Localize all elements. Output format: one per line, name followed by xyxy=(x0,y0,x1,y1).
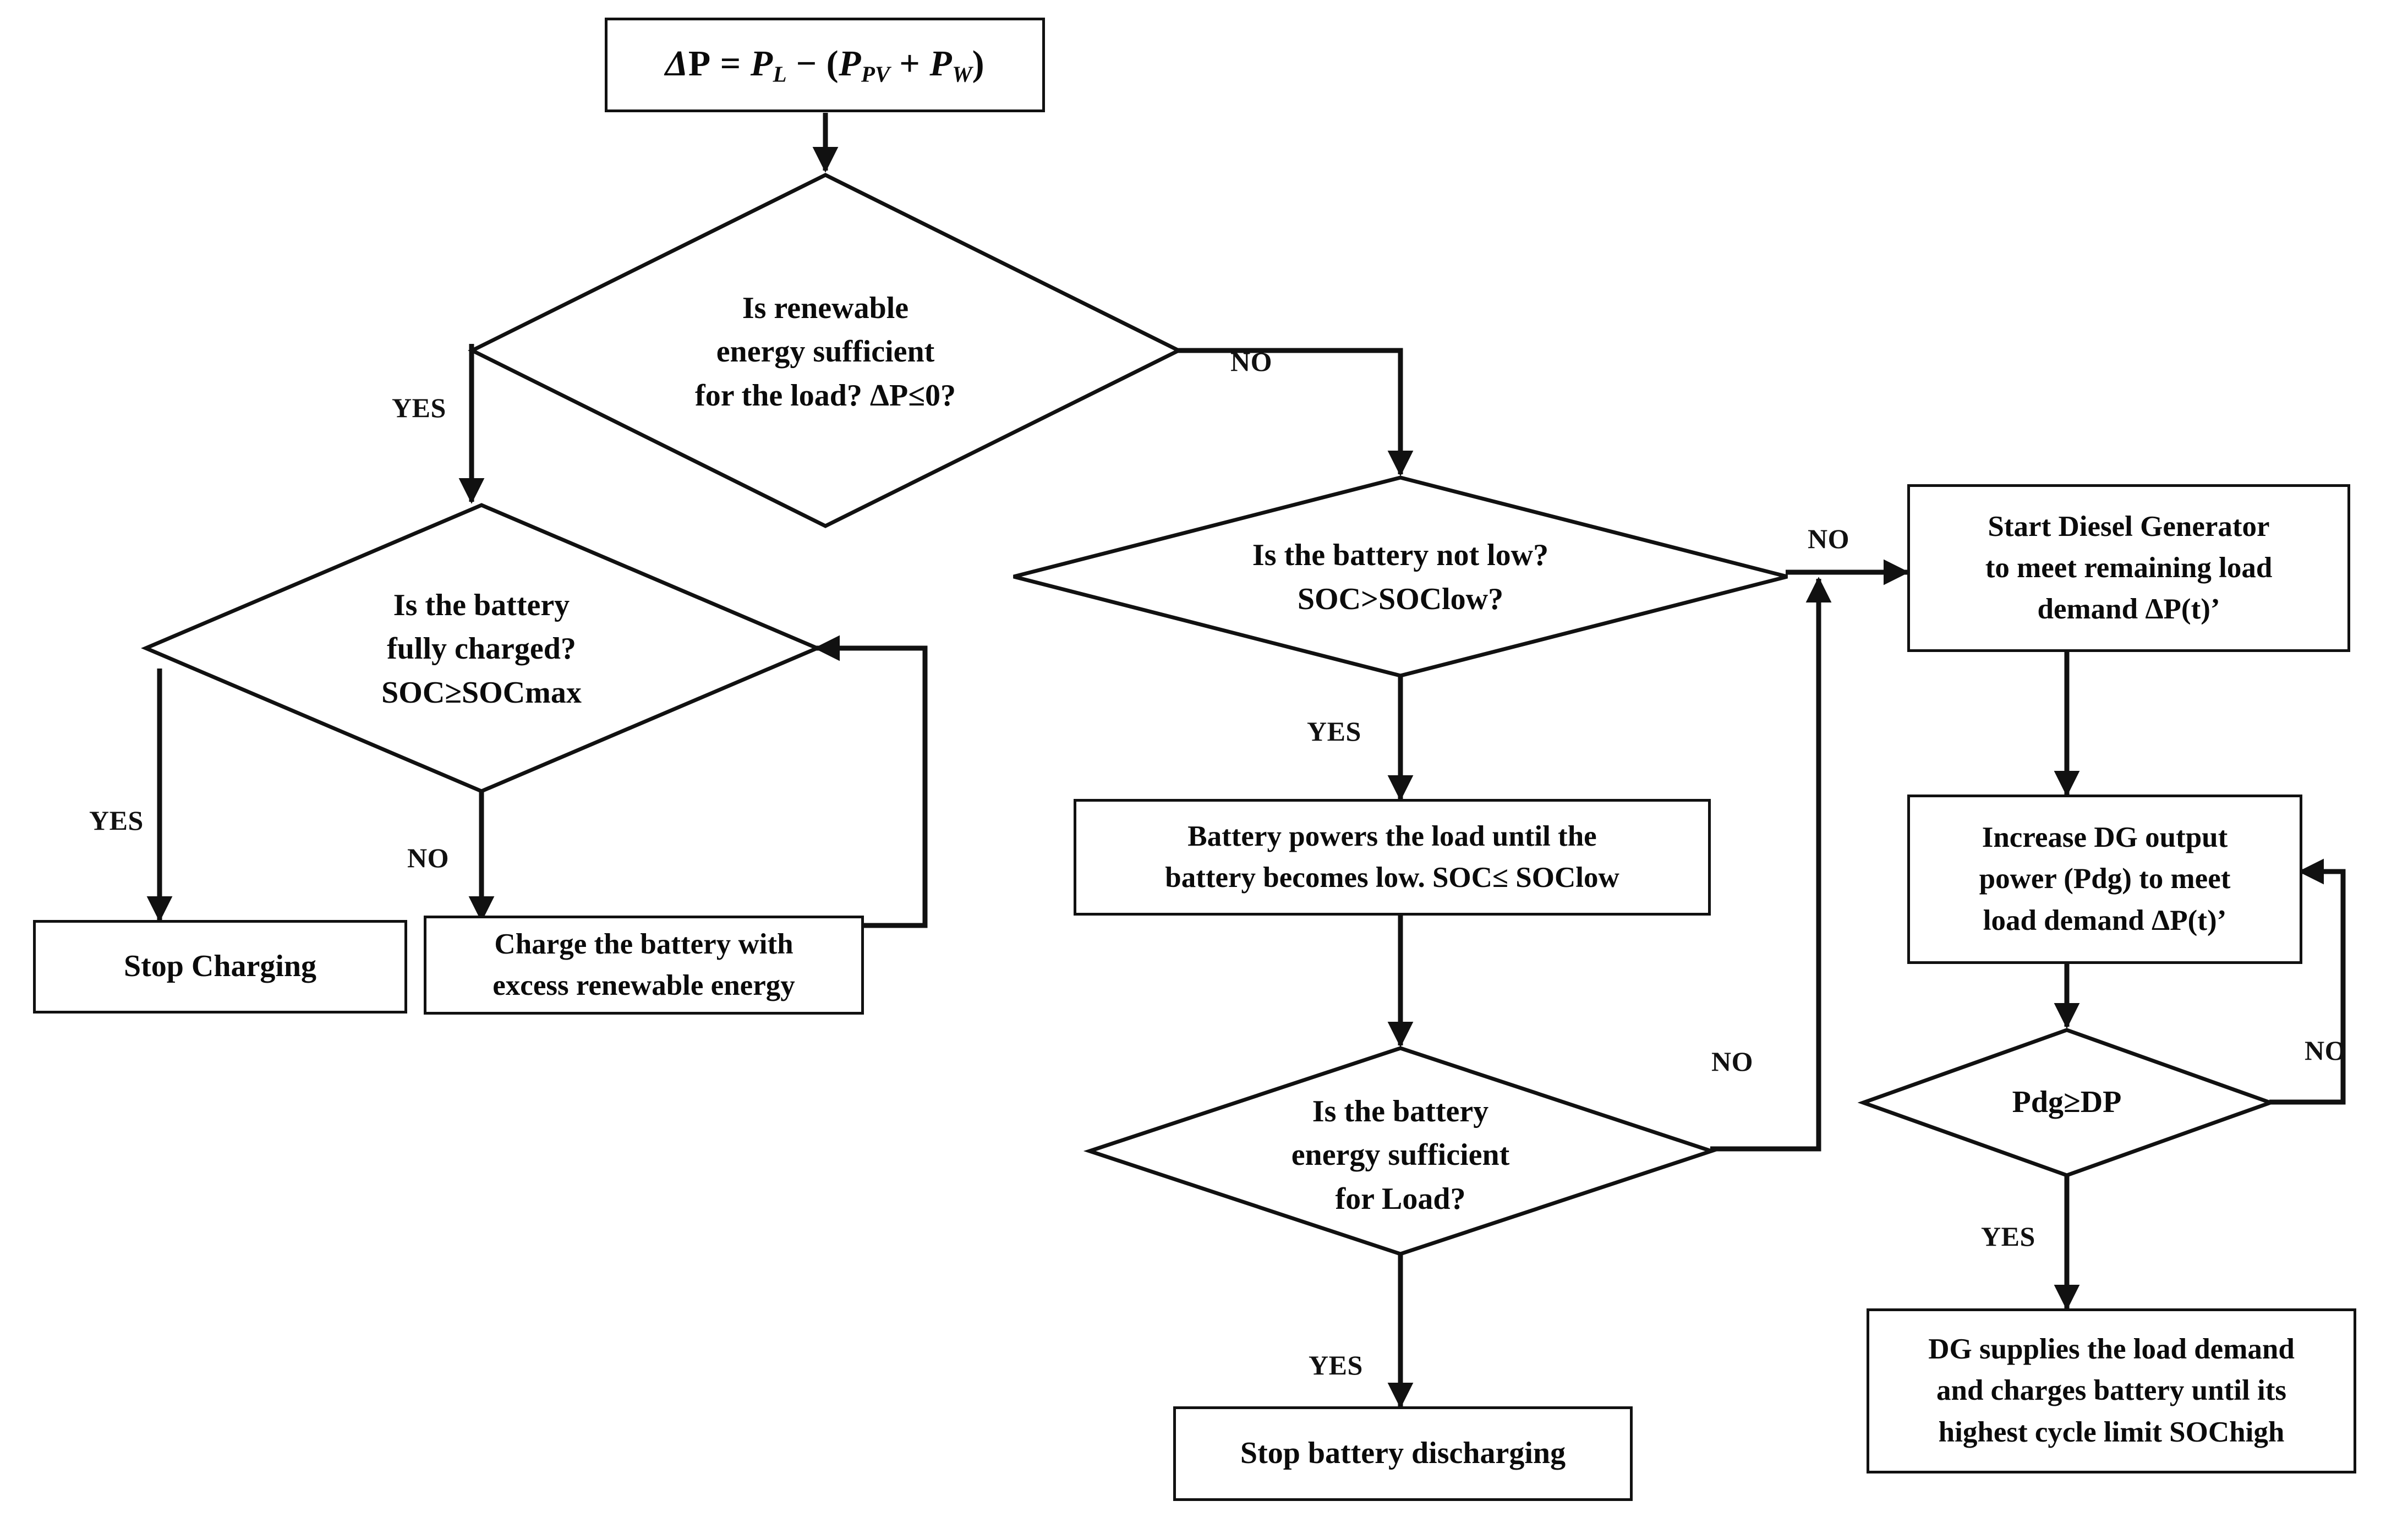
decision-renewable-sufficient-label: Is renewable energy sufficient for the l… xyxy=(695,291,956,413)
edge-d5-no-loop-to-increase-dg xyxy=(2269,858,2346,1105)
charge-battery-label: Charge the battery with excess renewable… xyxy=(492,928,795,1001)
edge-d1-no-to-d3 xyxy=(1178,348,1414,476)
node-start-diesel-generator[interactable]: Start Diesel Generator to meet remaining… xyxy=(1907,484,2350,652)
edge-label-no-battery-energy: NO xyxy=(1711,1046,1753,1077)
node-decision-battery-energy-sufficient[interactable]: Is the battery energy sufficient for Loa… xyxy=(1178,1073,1623,1238)
decision-battery-not-low-label: Is the battery not low? SOC>SOClow? xyxy=(1252,538,1549,616)
node-battery-powers-load[interactable]: Battery powers the load until the batter… xyxy=(1074,799,1711,916)
increase-dg-output-label: Increase DG output power (Pdg) to meet l… xyxy=(1979,821,2231,936)
edge-d4-no-loop-to-start-dg xyxy=(1710,577,1832,1152)
node-decision-battery-full[interactable]: Is the battery fully charged? SOC≥SOCmax xyxy=(259,539,704,759)
edge-label-yes-renewable: YES xyxy=(392,392,446,423)
edge-label-no-renewable: NO xyxy=(1230,346,1272,377)
edge-charge-battery-loop-to-d2 xyxy=(814,635,928,928)
decision-battery-energy-label: Is the battery energy sufficient for Loa… xyxy=(1291,1094,1510,1216)
diamond-shape-battery-not-low xyxy=(1013,475,1788,678)
node-delta-p-formula[interactable]: ΔP = PL − (PPV + PW) xyxy=(605,18,1045,112)
start-diesel-generator-label: Start Diesel Generator to meet remaining… xyxy=(1985,510,2273,626)
edge-label-no-battery-full: NO xyxy=(407,842,449,873)
node-decision-pdg-ge-dp[interactable]: Pdg≥DP xyxy=(1929,1069,2204,1137)
diamond-shape-battery-energy xyxy=(1083,1046,1718,1256)
edge-label-no-battery-not-low: NO xyxy=(1808,523,1849,554)
edge-label-yes-pdg: YES xyxy=(1981,1221,2035,1252)
diamond-shape-battery-full xyxy=(141,503,822,793)
edge-label-yes-battery-full: YES xyxy=(89,805,144,836)
node-decision-renewable-sufficient[interactable]: Is renewable energy sufficient for the l… xyxy=(578,237,1073,468)
node-charge-battery[interactable]: Charge the battery with excess renewable… xyxy=(424,916,864,1015)
diamond-shape-renewable-sufficient xyxy=(468,173,1183,528)
edge-label-no-pdg: NO xyxy=(2305,1035,2346,1066)
diamond-shape-pdg-ge-dp xyxy=(1857,1028,2276,1177)
stop-battery-discharging-label: Stop battery discharging xyxy=(1240,1436,1566,1471)
node-dg-supplies-load[interactable]: DG supplies the load demand and charges … xyxy=(1867,1308,2356,1473)
node-increase-dg-output[interactable]: Increase DG output power (Pdg) to meet l… xyxy=(1907,795,2302,964)
stop-charging-label: Stop Charging xyxy=(123,949,317,984)
decision-battery-full-label: Is the battery fully charged? SOC≥SOCmax xyxy=(381,588,582,710)
formula-text: ΔP = PL − (PPV + PW) xyxy=(665,43,985,87)
node-stop-charging[interactable]: Stop Charging xyxy=(33,920,407,1013)
edge-label-yes-battery-not-low: YES xyxy=(1307,716,1361,747)
node-decision-battery-not-low[interactable]: Is the battery not low? SOC>SOClow? xyxy=(1103,512,1698,644)
edge-label-yes-battery-energy: YES xyxy=(1309,1350,1363,1380)
node-stop-battery-discharging[interactable]: Stop battery discharging xyxy=(1173,1406,1633,1501)
dg-supplies-load-label: DG supplies the load demand and charges … xyxy=(1928,1333,2295,1448)
decision-pdg-ge-dp-label: Pdg≥DP xyxy=(2012,1085,2122,1120)
battery-powers-load-label: Battery powers the load until the batter… xyxy=(1165,820,1619,894)
